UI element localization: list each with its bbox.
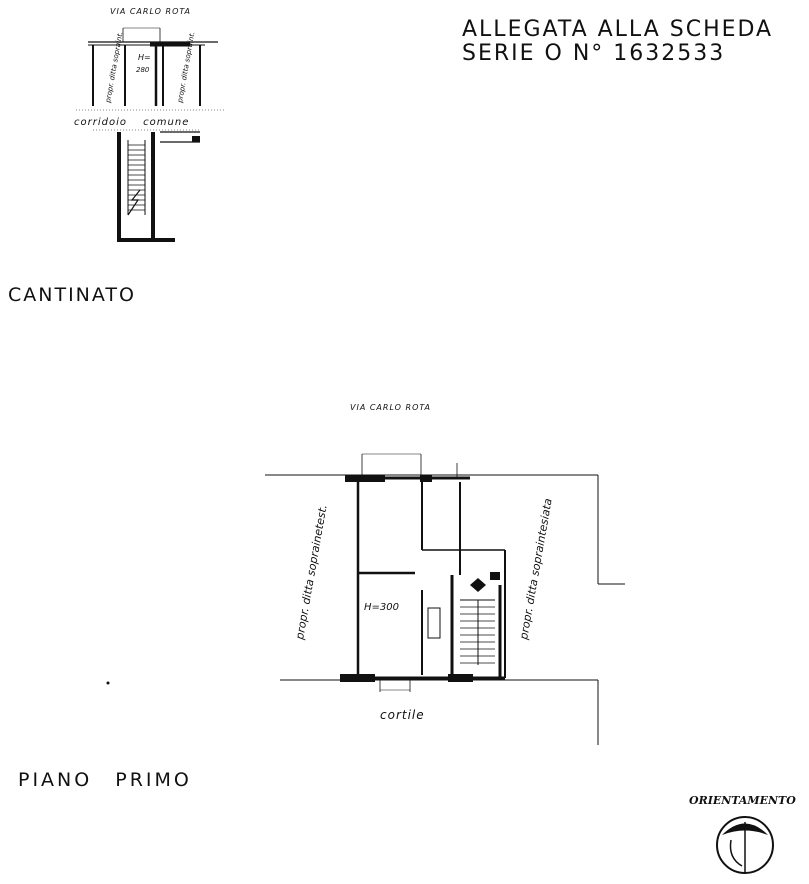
first-floor-courtyard-label: cortile (380, 708, 425, 722)
first-floor-left-owner-label: propr. ditta soprainetest. (293, 504, 330, 642)
basement-street-label: VIA CARLO ROTA (110, 7, 191, 16)
basement-corridor-label: corridoio comune (74, 117, 189, 128)
orientation-compass: ORIENTAMENTO (689, 794, 796, 874)
basement-plan: VIA CARLO ROTA propr. ditta sopraint. pr… (8, 7, 225, 306)
first-floor-right-owner-label: propr. ditta sopraintesiata (517, 497, 555, 641)
header-line-2: SERIE O N° 1632533 (462, 41, 725, 66)
first-floor-plan: VIA CARLO ROTA (18, 403, 625, 791)
first-floor-height-label: H=300 (364, 602, 399, 613)
basement-floor-title: CANTINATO (8, 284, 136, 306)
basement-height-label-value: 280 (136, 66, 150, 74)
first-floor-title: PIANO PRIMO (18, 769, 192, 791)
basement-height-label-top: H= (138, 53, 151, 62)
header-line-1: ALLEGATA ALLA SCHEDA (462, 17, 773, 42)
orientation-label: ORIENTAMENTO (689, 794, 796, 807)
first-floor-street-label: VIA CARLO ROTA (350, 403, 431, 412)
